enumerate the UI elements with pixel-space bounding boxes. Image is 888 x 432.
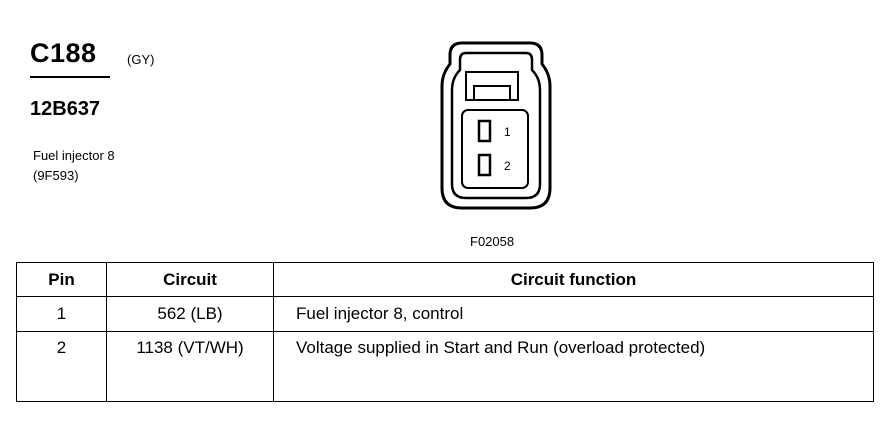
terminal-1 (477, 119, 492, 143)
component-code: (9F593) (33, 168, 79, 183)
cell-pin: 2 (16, 331, 107, 402)
pinout-table: Pin Circuit Circuit function 1 562 (LB) … (16, 262, 874, 402)
table-row: 2 1138 (VT/WH) Voltage supplied in Start… (16, 331, 874, 402)
header-circuit: Circuit (106, 262, 274, 297)
terminal-cavity (461, 109, 529, 189)
table-header-row: Pin Circuit Circuit function (16, 262, 874, 297)
part-number: 12B637 (30, 98, 101, 120)
cell-pin: 1 (16, 296, 107, 332)
cell-circuit: 562 (LB) (106, 296, 274, 332)
connector-id: C188 (30, 38, 97, 68)
terminal-2 (477, 153, 492, 177)
header-circuit-function: Circuit function (273, 262, 874, 297)
connector-color-code: (GY) (127, 52, 155, 67)
figure-code: F02058 (470, 234, 515, 249)
connector-outer-housing (440, 41, 552, 210)
locking-tab-notch (473, 85, 511, 100)
component-name: Fuel injector 8 (33, 148, 115, 163)
cell-circuit-function: Voltage supplied in Start and Run (overl… (273, 331, 874, 402)
cell-circuit: 1138 (VT/WH) (106, 331, 274, 402)
title-underline (30, 76, 110, 78)
cell-circuit-function: Fuel injector 8, control (273, 296, 874, 332)
pin-label-1: 1 (504, 125, 511, 139)
header-pin: Pin (16, 262, 107, 297)
table-row: 1 562 (LB) Fuel injector 8, control (16, 296, 874, 332)
connector-face-diagram: 1 2 (440, 41, 552, 210)
locking-tab (465, 71, 519, 101)
pin-label-2: 2 (504, 159, 511, 173)
connector-inner-housing (450, 51, 542, 200)
